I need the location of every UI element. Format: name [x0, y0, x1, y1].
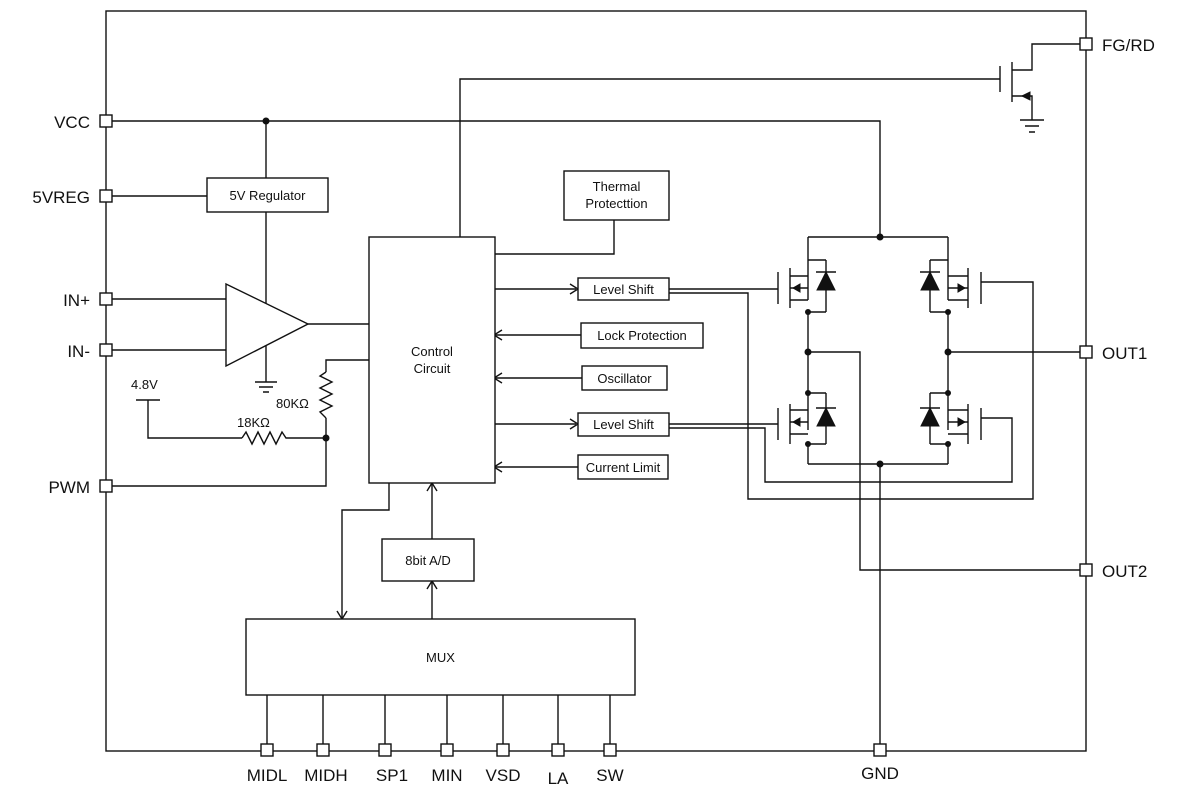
pin-label-midh: MIDH	[304, 766, 347, 785]
pin-label-out1: OUT1	[1102, 344, 1147, 363]
regulator-block	[206, 177, 329, 213]
level-shift-top-block	[577, 277, 670, 301]
level-shift-bottom-block	[577, 412, 670, 437]
pin-label-in-plus: IN+	[63, 291, 90, 310]
pin-label-min: MIN	[431, 766, 462, 785]
fg-control-wire	[459, 78, 1000, 237]
resistor-18k-symbol	[241, 430, 326, 446]
pin-label-sw: SW	[596, 766, 623, 785]
pin-label-out2: OUT2	[1102, 562, 1147, 581]
thermal-label-line2: Protecttion	[585, 196, 647, 211]
adc-label: 8bit A/D	[405, 553, 451, 568]
mosfet-right-high	[920, 237, 982, 352]
control-label-line1: Control	[411, 344, 453, 359]
pin-label-in-minus: IN-	[67, 342, 90, 361]
pwm-wire	[112, 438, 327, 487]
level-shift-top-label: Level Shift	[593, 282, 654, 297]
thermal-wire	[495, 220, 615, 255]
pin-label-5vreg: 5VREG	[32, 188, 90, 207]
level-shift-top-to-gates	[669, 281, 1034, 500]
out2-wire	[808, 351, 1080, 571]
resistor-18k-label: 18KΩ	[237, 415, 270, 430]
adc-block	[381, 538, 475, 582]
pin-label-vsd: VSD	[486, 766, 521, 785]
pin-label-gnd: GND	[861, 764, 899, 783]
lock-protection-label: Lock Protection	[597, 328, 687, 343]
oscillator-label: Oscillator	[597, 371, 652, 386]
pin-label-pwm: PWM	[48, 478, 90, 497]
level-shift-bottom-to-gates	[669, 417, 1013, 483]
resistor-80k-label: 80KΩ	[276, 396, 309, 411]
bridge-bottom-junction	[876, 460, 884, 468]
pin-label-fg-rd: FG/RD	[1102, 36, 1155, 55]
level-shift-bottom-label: Level Shift	[593, 417, 654, 432]
mosfet-right-low	[920, 352, 982, 464]
voltage-ref-symbol	[136, 399, 242, 439]
chip-outline	[105, 10, 1087, 752]
pin-label-vcc: VCC	[54, 113, 90, 132]
comparator-symbol	[225, 282, 310, 368]
pin-squares	[99, 37, 1093, 757]
mux-label: MUX	[426, 650, 455, 665]
current-limit-label: Current Limit	[586, 460, 661, 475]
mosfet-left-high	[777, 237, 836, 352]
pin-label-sp1: SP1	[376, 766, 408, 785]
mux-block	[245, 618, 636, 696]
amp-ground-symbol	[255, 381, 277, 393]
bridge-top-junction	[876, 233, 884, 241]
mosfet-left-low	[777, 352, 836, 464]
resistor-80k-symbol	[318, 371, 334, 419]
thermal-label-line1: Thermal	[593, 179, 641, 194]
control-label-line2: Circuit	[414, 361, 451, 376]
pin-label-la: LA	[548, 769, 569, 788]
control-circuit-block	[368, 236, 496, 484]
pin-label-midl: MIDL	[247, 766, 288, 785]
lock-protection-block	[580, 322, 704, 349]
oscillator-block	[581, 365, 668, 391]
thermal-protection-block	[563, 170, 670, 221]
current-limit-block	[577, 454, 669, 480]
vcc-wire	[112, 120, 881, 237]
fg-output-mosfet	[999, 43, 1080, 133]
regulator-label: 5V Regulator	[230, 188, 307, 203]
mux-pin-wires	[266, 695, 611, 744]
bridge-bottom-rail	[808, 463, 948, 744]
resistor-80k-wire	[325, 359, 369, 438]
control-to-mux-wire	[341, 483, 390, 618]
voltage-ref-label: 4.8V	[131, 377, 158, 392]
